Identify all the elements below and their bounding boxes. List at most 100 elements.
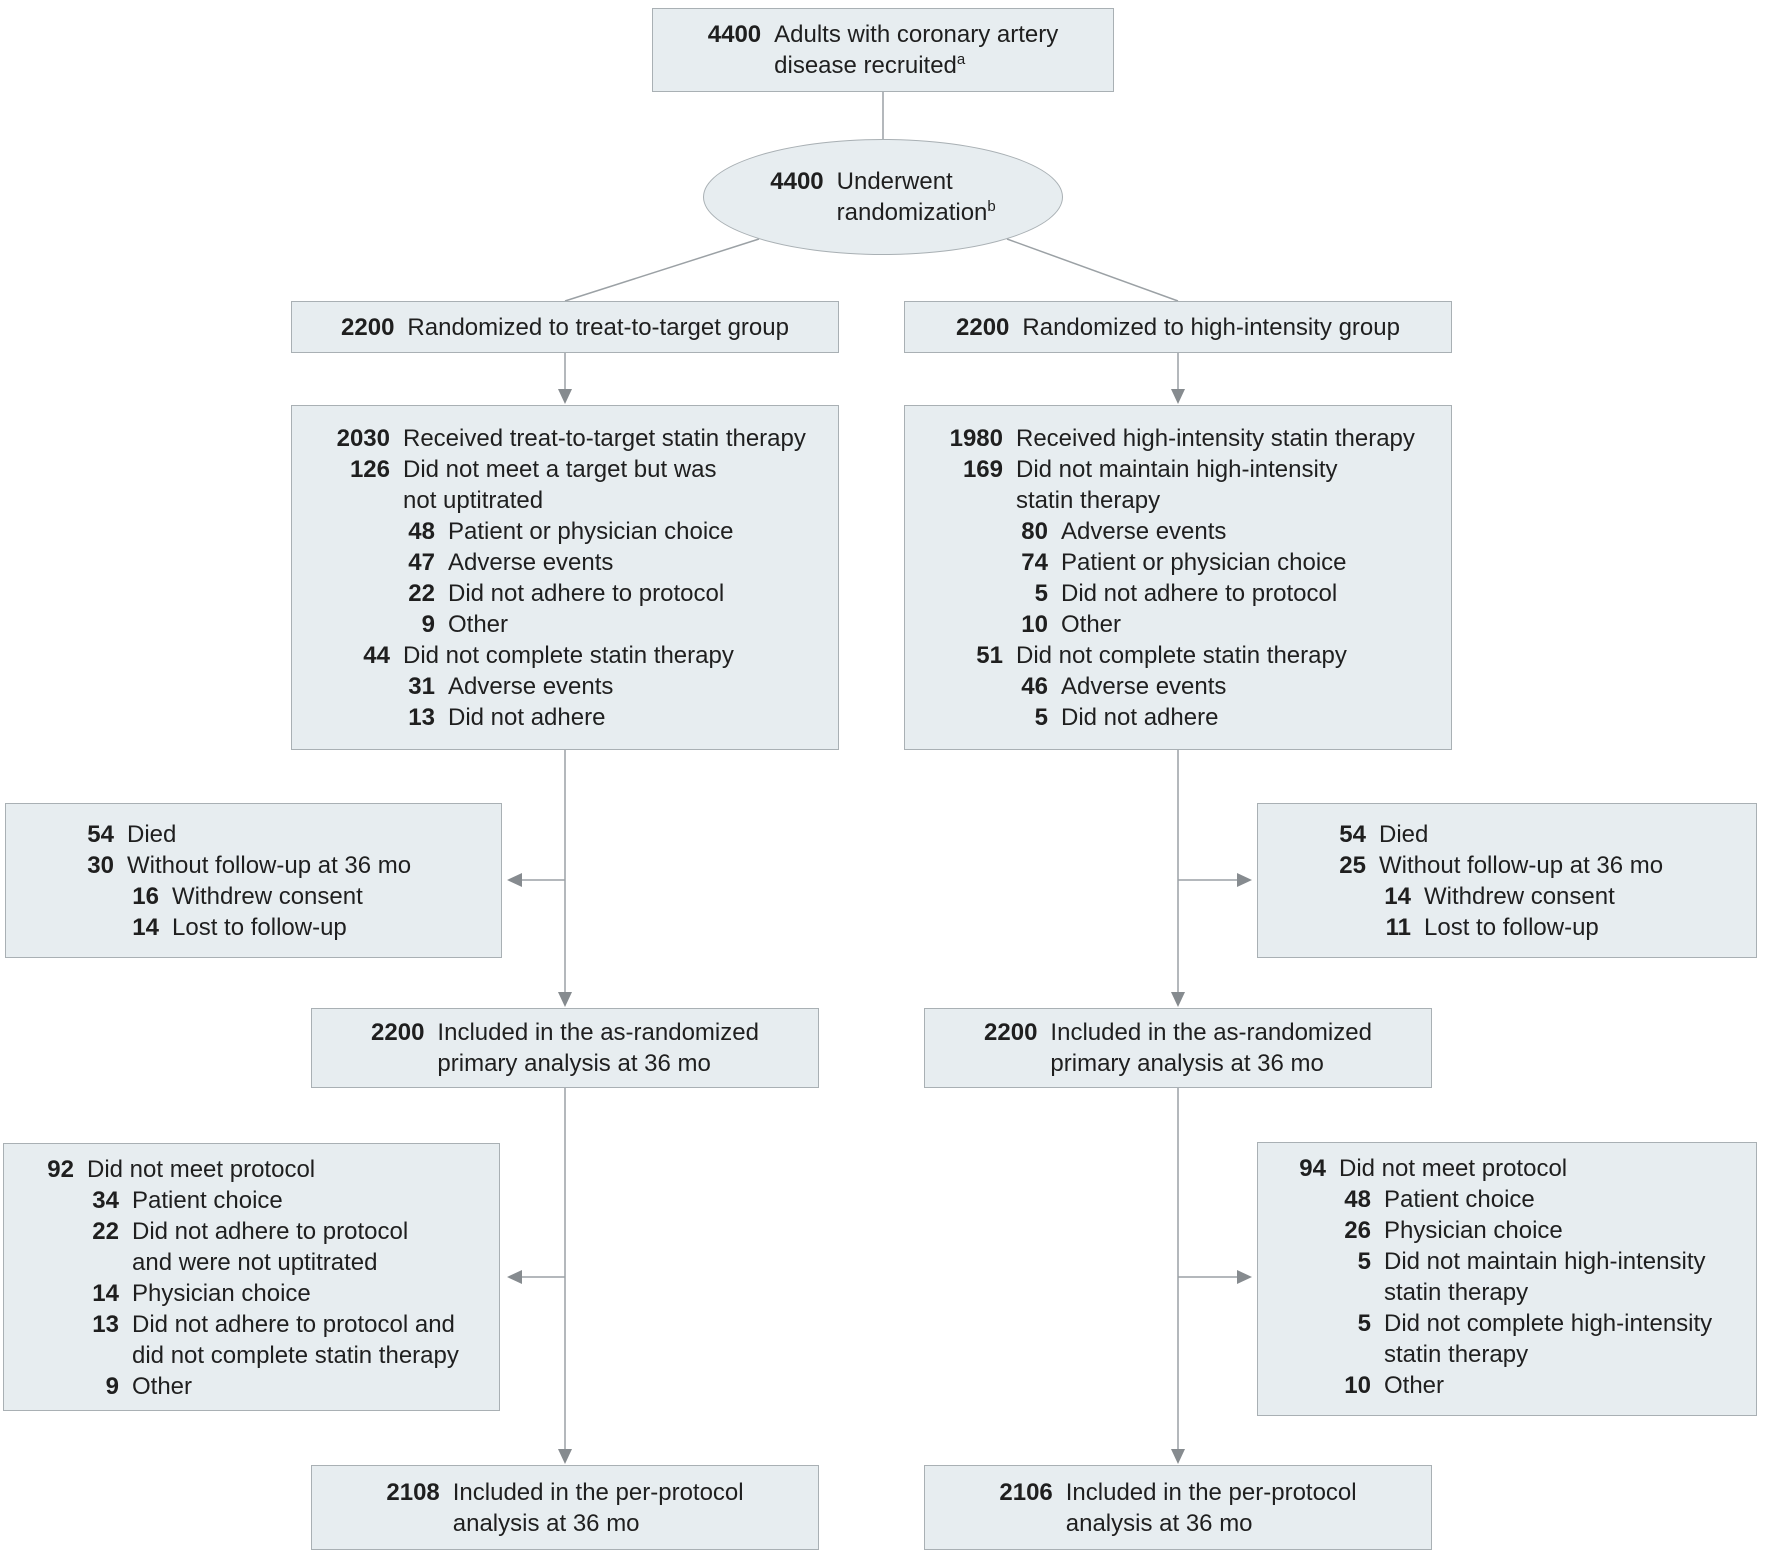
row-label-line: Randomized to treat-to-target group — [407, 312, 789, 343]
row-count: 47 — [408, 549, 435, 576]
row-label: Included in the per-protocol analysis at … — [453, 1477, 744, 1539]
row-label: Other — [1061, 609, 1121, 640]
row-label-line: Did not adhere — [448, 704, 606, 731]
flow-row: 25 Without follow-up at 36 mo — [1278, 850, 1748, 881]
row-label-line: Lost to follow-up — [1424, 914, 1599, 941]
row-label-line: Did not maintain high-intensity — [1016, 456, 1338, 483]
row-label-text: analysis at 36 mo — [452, 1509, 640, 1537]
row-label: Other — [448, 609, 508, 640]
row-count: 22 — [408, 580, 435, 607]
row-label: Did not complete statin therapy — [403, 640, 734, 671]
row-label-line: Did not adhere — [1061, 704, 1219, 731]
flow-row: 11 Lost to follow-up — [1278, 912, 1748, 943]
row-label-line: Adverse events — [448, 673, 614, 700]
row-count: 2106 — [999, 1478, 1053, 1506]
row-label: Received treat-to-target statin therapy — [403, 423, 806, 454]
row-label-text: Included in the per-protocol — [452, 1478, 744, 1506]
row-label-line: statin therapy — [1384, 1279, 1529, 1306]
flow-row: 47 Adverse events — [312, 547, 830, 578]
row-label-line: Adults with coronary artery — [774, 19, 1058, 50]
row-label-line: Patient choice — [132, 1187, 283, 1214]
row-label-line: Patient or physician choice — [448, 518, 734, 545]
row-count: 5 — [1034, 580, 1048, 607]
row-label: Randomized to high-intensity group — [1022, 312, 1400, 343]
row-label: Adverse events — [448, 547, 613, 578]
row-label: Did not adhere — [448, 702, 605, 733]
row-label-line: Randomized to high-intensity group — [1022, 312, 1400, 343]
row-label: Received high-intensity statin therapy — [1016, 423, 1415, 454]
row-count: 11 — [1385, 914, 1411, 941]
row-count: 5 — [1034, 704, 1048, 731]
row-count: 30 — [87, 852, 114, 879]
row-label-line: Other — [1384, 1372, 1445, 1399]
row-label: Patient choice — [1384, 1184, 1535, 1215]
row-label: Physician choice — [1384, 1215, 1563, 1246]
row-label-line: Physician choice — [1384, 1217, 1563, 1244]
row-label-line: Included in the per-protocol — [1066, 1477, 1357, 1508]
row-label-text: Included in the as-randomized — [437, 1019, 759, 1046]
row-count: 31 — [408, 673, 435, 700]
row-label-line: and were not uptitrated — [132, 1249, 378, 1276]
row-label-line: Did not adhere to protocol — [448, 580, 725, 607]
row-label-line: disease recruiteda — [774, 50, 1058, 81]
row-label-line: Did not meet protocol — [1339, 1155, 1568, 1182]
flow-row: 22 Did not adhere to protocol — [312, 578, 830, 609]
row-label-line: Other — [448, 611, 509, 638]
flow-row: 5 Did not adhere — [925, 702, 1443, 733]
row-label-line: Without follow-up at 36 mo — [1379, 852, 1664, 879]
row-label-line: Did not adhere to protocol — [132, 1218, 409, 1245]
row-label-line: analysis at 36 mo — [1066, 1508, 1357, 1539]
row-count: 80 — [1021, 518, 1048, 545]
row-label-line: Lost to follow-up — [172, 914, 347, 941]
row-label: Other — [132, 1371, 192, 1402]
row-label-line: Did not complete statin therapy — [1016, 642, 1347, 669]
flow-row: 14 Lost to follow-up — [26, 912, 493, 943]
row-label-text: Included in the per-protocol — [1065, 1478, 1357, 1506]
row-list: 2030 Received treat-to-target statin ther… — [292, 406, 838, 749]
connector-line — [522, 92, 1237, 1449]
row-label-line: Did not adhere to protocol — [1061, 580, 1338, 607]
row-count: 25 — [1339, 852, 1366, 879]
row-label-line: Withdrew consent — [172, 883, 363, 910]
row-label-text: Adults with coronary artery — [774, 21, 1059, 48]
row-label-line: primary analysis at 36 mo — [437, 1048, 759, 1079]
row-count: 48 — [1344, 1186, 1371, 1213]
row-count: 2030 — [336, 425, 390, 452]
row-count: 14 — [132, 914, 159, 941]
row-label: Patient or physician choice — [448, 516, 734, 547]
row-count: 10 — [1344, 1372, 1371, 1399]
row-count: 92 — [47, 1156, 74, 1183]
